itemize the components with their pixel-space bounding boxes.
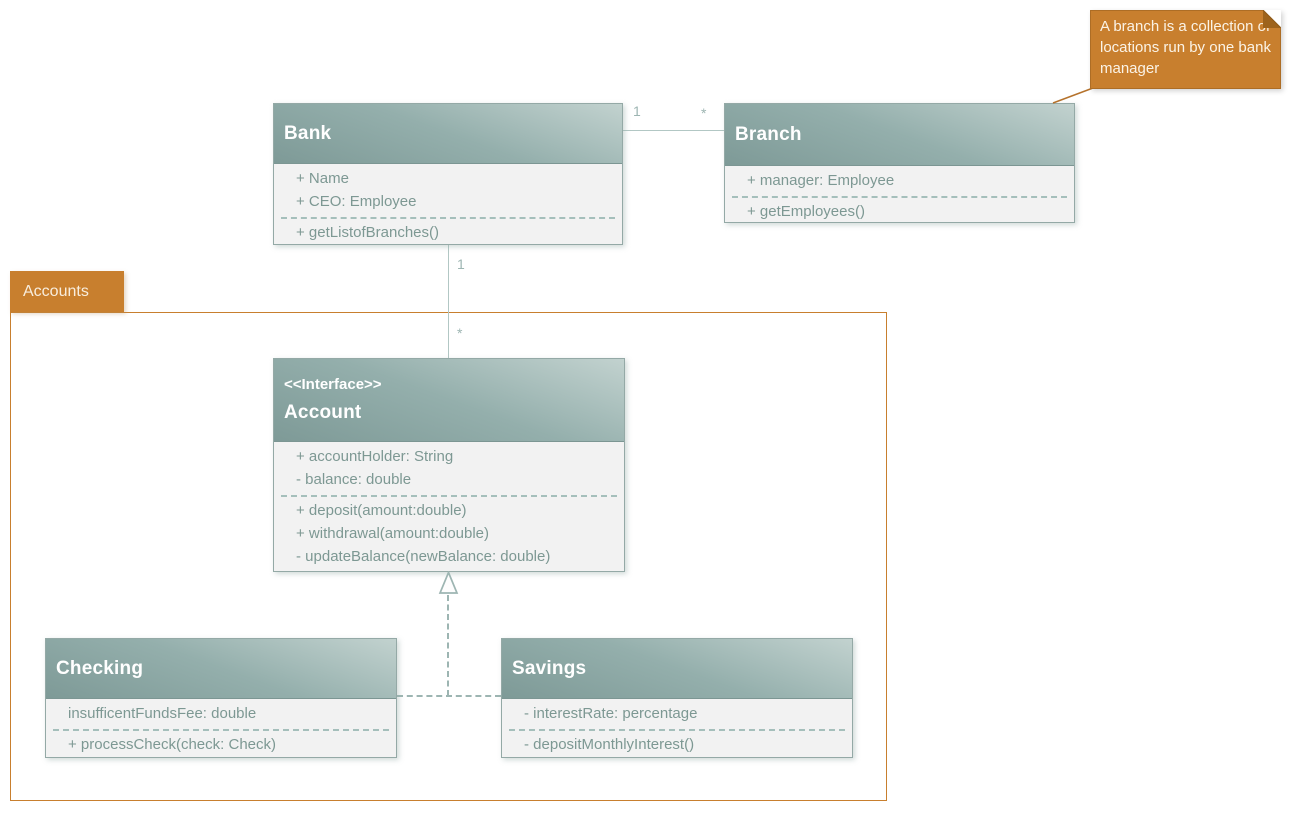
association-bank-account[interactable]	[448, 245, 449, 358]
realization-line-vertical[interactable]	[447, 595, 449, 696]
association-bank-branch[interactable]	[623, 130, 724, 131]
method-row: + getListofBranches()	[296, 224, 439, 241]
note-connector[interactable]	[1048, 85, 1098, 106]
package-label: Accounts	[23, 282, 89, 300]
class-account-stereotype: <<Interface>>	[284, 376, 382, 393]
method-row: + withdrawal(amount:double)	[296, 525, 490, 542]
class-checking[interactable]: Checking insufficentFundsFee: double + p…	[45, 638, 397, 758]
multiplicity-bank-branch-to: *	[701, 105, 707, 121]
note-text: A branch is a collection of locations ru…	[1100, 18, 1271, 77]
attribute-row: - balance: double	[296, 471, 412, 488]
class-bank-body: + Name + CEO: Employee + getListofBranch…	[274, 164, 622, 249]
class-checking-header: Checking	[46, 639, 396, 699]
note-branch-description[interactable]: A branch is a collection of locations ru…	[1090, 10, 1281, 89]
class-branch[interactable]: Branch + manager: Employee + getEmployee…	[724, 103, 1075, 223]
multiplicity-bank-branch-from: 1	[633, 103, 641, 119]
class-branch-title: Branch	[735, 123, 802, 145]
attribute-method-divider	[281, 217, 615, 219]
method-row: + processCheck(check: Check)	[68, 736, 276, 753]
multiplicity-bank-account-from: 1	[457, 256, 465, 272]
class-checking-title: Checking	[56, 657, 144, 679]
class-branch-header: Branch	[725, 104, 1074, 166]
attribute-row: - interestRate: percentage	[524, 705, 698, 722]
attribute-row: insufficentFundsFee: double	[68, 705, 257, 722]
note-fold-corner-icon	[1263, 10, 1281, 28]
attribute-method-divider	[509, 729, 845, 731]
realization-arrowhead-icon[interactable]	[438, 571, 459, 595]
attribute-method-divider	[281, 495, 617, 497]
class-savings[interactable]: Savings - interestRate: percentage - dep…	[501, 638, 853, 758]
realization-line-horizontal[interactable]	[397, 695, 501, 697]
method-row: - updateBalance(newBalance: double)	[296, 548, 551, 565]
class-account-body: + accountHolder: String - balance: doubl…	[274, 442, 624, 573]
class-branch-body: + manager: Employee + getEmployees()	[725, 166, 1074, 228]
method-row: + deposit(amount:double)	[296, 502, 467, 519]
method-row: + getEmployees()	[747, 203, 865, 220]
attribute-row: + Name	[296, 170, 349, 187]
attribute-row: + CEO: Employee	[296, 193, 417, 210]
class-account-header: <<Interface>> Account	[274, 359, 624, 442]
class-bank-header: Bank	[274, 104, 622, 164]
class-savings-header: Savings	[502, 639, 852, 699]
class-checking-body: insufficentFundsFee: double + processChe…	[46, 699, 396, 761]
attribute-method-divider	[732, 196, 1067, 198]
class-savings-body: - interestRate: percentage - depositMont…	[502, 699, 852, 761]
method-row: - depositMonthlyInterest()	[524, 736, 695, 753]
attribute-row: + accountHolder: String	[296, 448, 454, 465]
class-account-title: Account	[284, 402, 362, 423]
class-bank-title: Bank	[284, 122, 332, 144]
class-account[interactable]: <<Interface>> Account + accountHolder: S…	[273, 358, 625, 572]
package-tab-accounts[interactable]: Accounts	[10, 271, 124, 312]
attribute-method-divider	[53, 729, 389, 731]
multiplicity-bank-account-to: *	[457, 325, 463, 341]
class-savings-title: Savings	[512, 657, 587, 679]
attribute-row: + manager: Employee	[747, 172, 895, 189]
class-bank[interactable]: Bank + Name + CEO: Employee + getListofB…	[273, 103, 623, 245]
